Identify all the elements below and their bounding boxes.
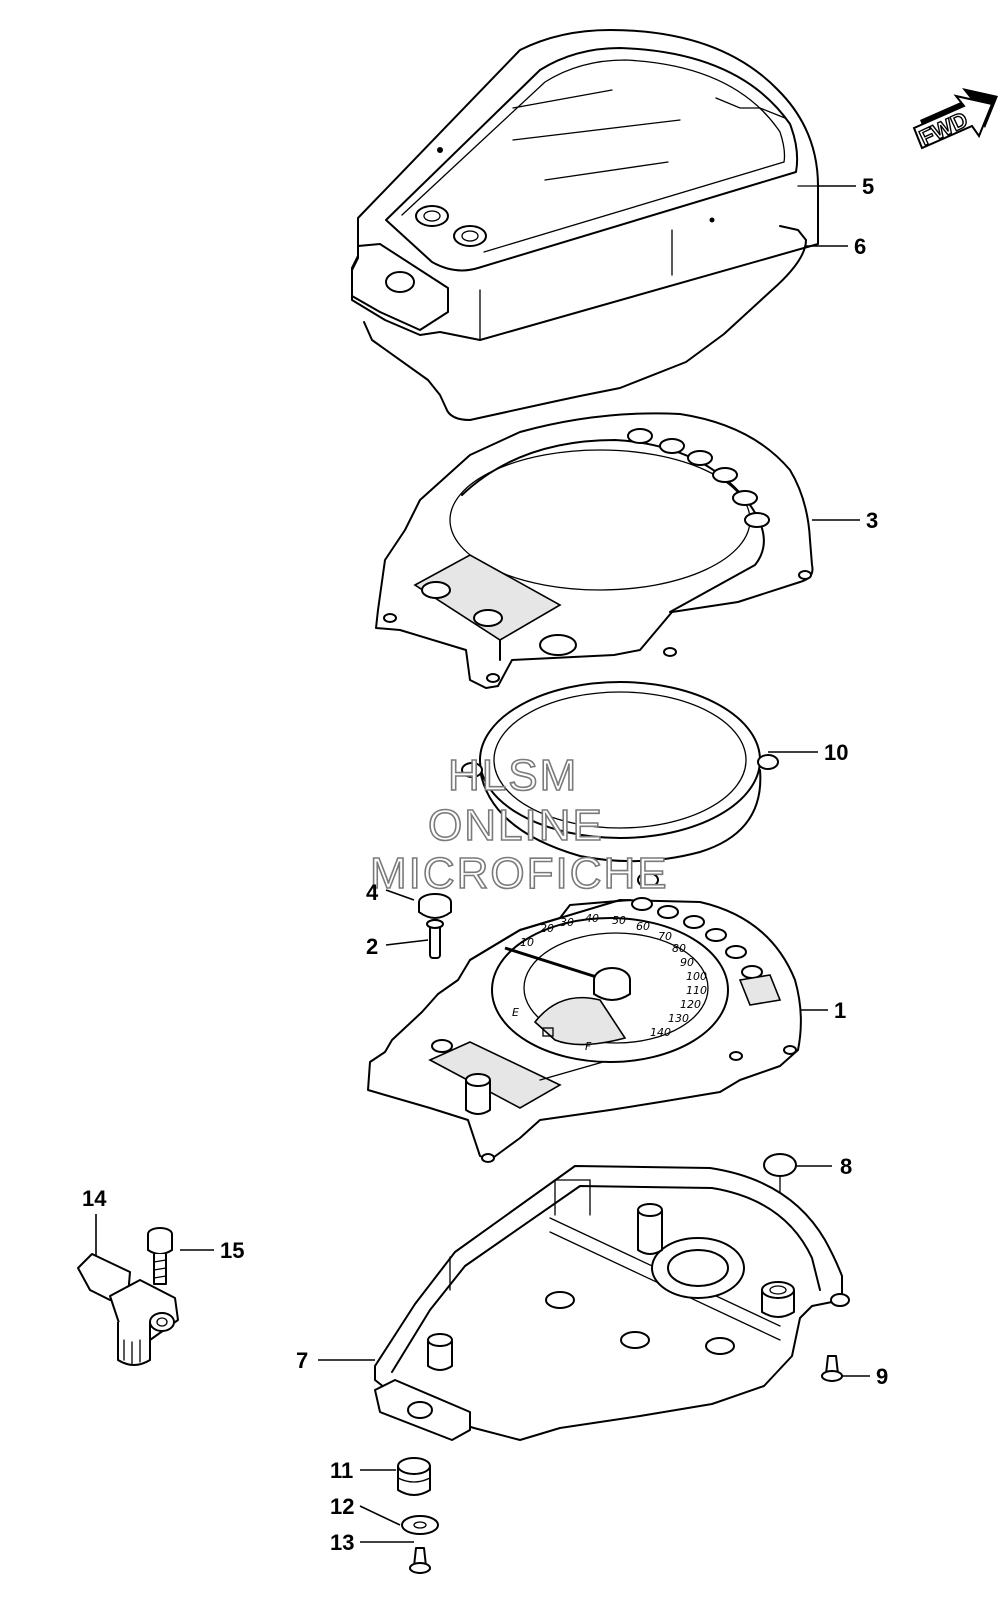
callout-3: 3 bbox=[866, 508, 878, 533]
part-7-lower-case bbox=[374, 1165, 850, 1441]
dial-number: 10 bbox=[520, 936, 534, 949]
part-8-cap bbox=[763, 1153, 797, 1177]
callout-7: 7 bbox=[296, 1348, 308, 1373]
dial-number: 130 bbox=[668, 1012, 689, 1025]
callout-4: 4 bbox=[366, 880, 379, 905]
callout-12: 12 bbox=[330, 1494, 354, 1519]
watermark-line-2: ONLINE bbox=[428, 801, 604, 850]
part-4-grommet bbox=[418, 893, 452, 919]
part-11-grommet bbox=[397, 1457, 431, 1496]
dial-number: 40 bbox=[585, 912, 599, 925]
callout-9: 9 bbox=[876, 1364, 888, 1389]
callout-6: 6 bbox=[854, 234, 866, 259]
dial-number: 140 bbox=[650, 1026, 671, 1039]
callout-1: 1 bbox=[834, 998, 846, 1023]
dial-number: 110 bbox=[686, 984, 707, 997]
part-15-bolt bbox=[147, 1227, 173, 1285]
callout-14: 14 bbox=[82, 1186, 107, 1211]
fwd-arrow-icon: FWD bbox=[912, 88, 998, 151]
watermark-line-3: MICROFICHE bbox=[370, 849, 669, 898]
part-2-pin bbox=[426, 919, 444, 959]
part-10-ring bbox=[461, 681, 779, 888]
callout-labels: 5 6 3 10 1 8 9 7 4 2 11 12 13 14 15 bbox=[82, 174, 888, 1555]
callout-5: 5 bbox=[862, 174, 874, 199]
callout-15: 15 bbox=[220, 1238, 244, 1263]
part-6-gasket bbox=[363, 225, 807, 421]
dial-number: 20 bbox=[540, 922, 554, 935]
part-5-meter-cover bbox=[351, 29, 819, 341]
dial-number: 100 bbox=[686, 970, 707, 983]
watermark-line-1: HLSM bbox=[448, 751, 578, 800]
part-13-screw bbox=[409, 1547, 431, 1574]
dial-number: 120 bbox=[680, 998, 701, 1011]
part-1-speedometer-assembly: 10 20 30 40 50 60 70 80 90 100 110 120 1… bbox=[367, 897, 802, 1163]
callout-10: 10 bbox=[824, 740, 848, 765]
watermark: HLSM ONLINE MICROFICHE bbox=[369, 750, 669, 899]
indicator-holes bbox=[631, 897, 763, 979]
part-9-screw bbox=[821, 1355, 843, 1382]
dial-number: 70 bbox=[658, 930, 672, 943]
callout-11: 11 bbox=[330, 1458, 353, 1483]
part-12-washer bbox=[401, 1515, 439, 1535]
dial-letter: F bbox=[585, 1040, 592, 1053]
dial-letter: E bbox=[512, 1006, 519, 1019]
dial-number: 30 bbox=[560, 916, 574, 929]
dial-number: 60 bbox=[636, 920, 650, 933]
case-indicator-holes bbox=[627, 428, 770, 528]
part-3-meter-case bbox=[375, 412, 814, 689]
dial-number: 80 bbox=[672, 942, 686, 955]
callout-2: 2 bbox=[366, 934, 378, 959]
dial-number: 50 bbox=[612, 914, 626, 927]
leader-lines bbox=[95, 185, 870, 1543]
callout-8: 8 bbox=[840, 1154, 852, 1179]
dial-number: 90 bbox=[680, 956, 694, 969]
part-14-speed-sensor bbox=[77, 1253, 179, 1366]
callout-13: 13 bbox=[330, 1530, 354, 1555]
